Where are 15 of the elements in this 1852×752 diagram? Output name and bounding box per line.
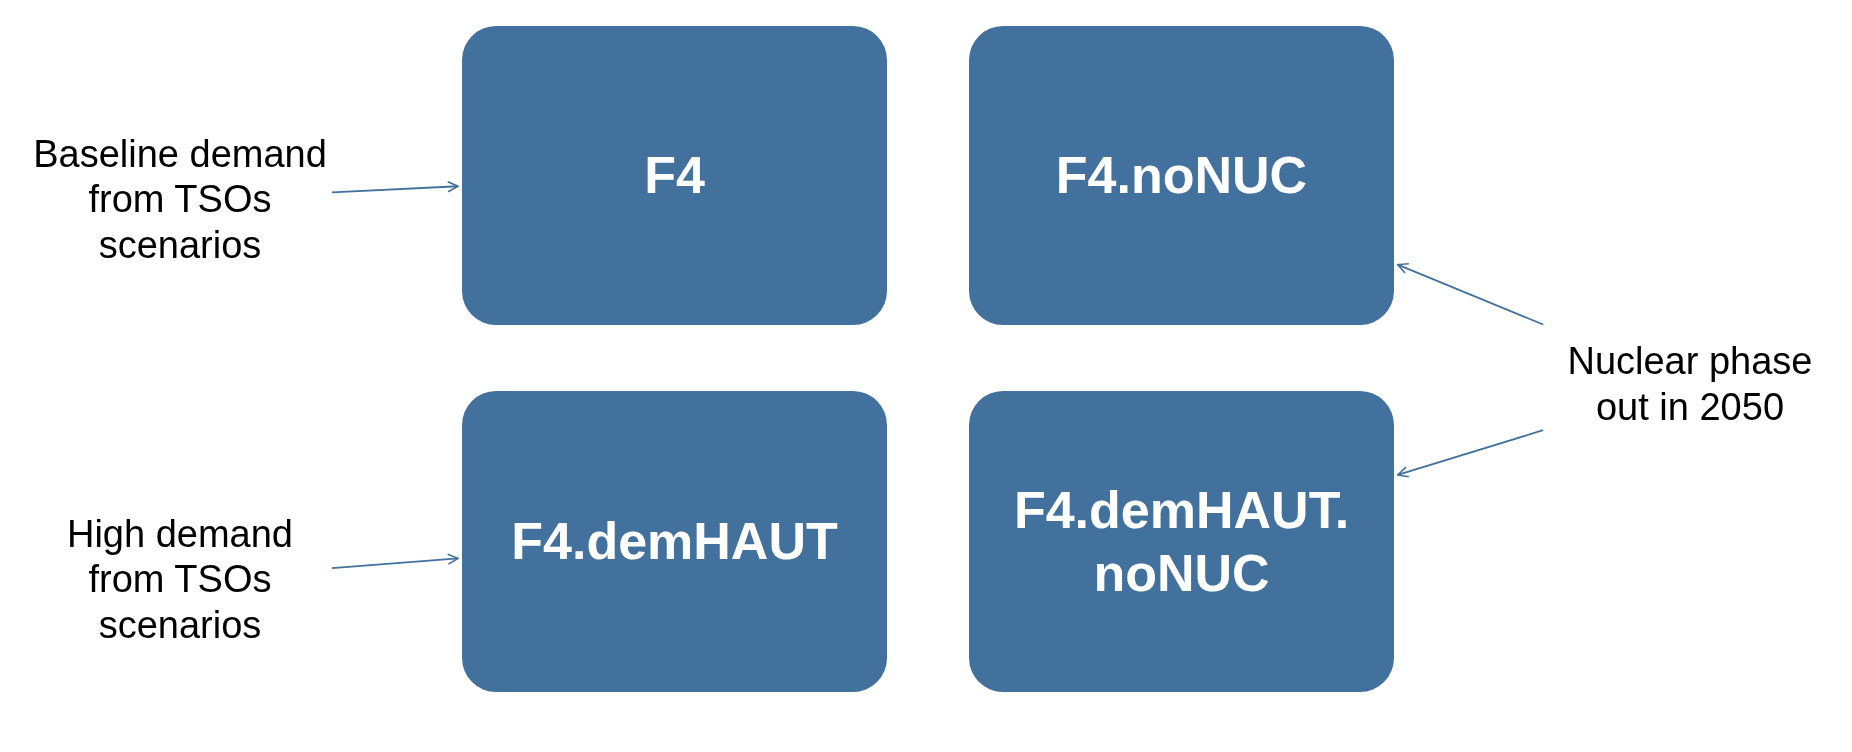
scenario-box <box>462 26 887 325</box>
scenario-box <box>969 26 1394 325</box>
arrow <box>1396 262 1545 326</box>
scenario-name: F4.demHAUT <box>511 511 838 573</box>
annotation-text: Nuclear phase out in 2050 <box>1566 339 1814 430</box>
arrow <box>331 553 459 570</box>
arrow <box>331 180 459 194</box>
scenario-name: F4.demHAUT. noNUC <box>1012 480 1351 604</box>
scenario-name: F4.noNUC <box>1055 145 1308 207</box>
annotation-text: Baseline demand from TSOs scenarios <box>32 131 328 268</box>
arrow <box>1396 429 1544 478</box>
scenario-name: F4 <box>644 145 705 207</box>
annotation-text: High demand from TSOs scenarios <box>65 511 294 648</box>
scenario-box <box>969 391 1394 692</box>
scenario-box <box>462 391 887 692</box>
